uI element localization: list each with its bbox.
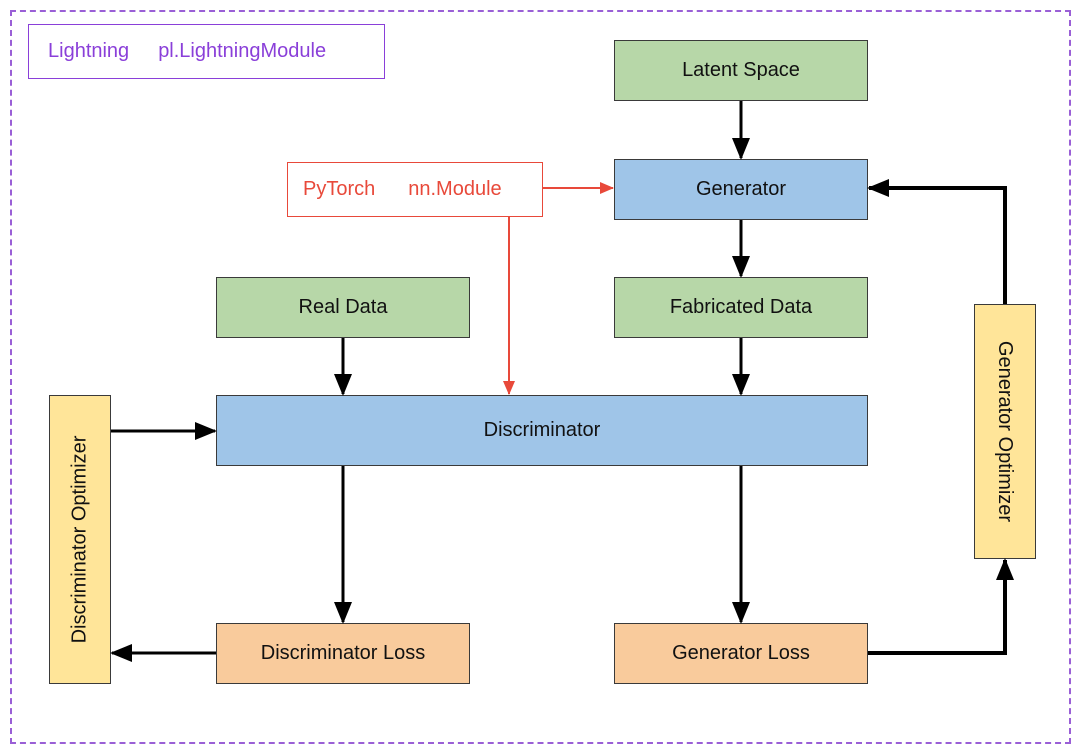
lightning-module-label: pl.LightningModule (158, 40, 327, 62)
pytorch-label: PyTorch (303, 178, 376, 200)
discriminator-node: Discriminator (216, 395, 868, 466)
arrow-gloss-to-goptimizer (868, 558, 1014, 655)
fabricated-data-label: Fabricated Data (669, 296, 813, 318)
real-data-node: Real Data (216, 277, 470, 338)
lightning-module-frame (10, 10, 1071, 744)
discriminator-label: Discriminator (483, 419, 601, 441)
discriminator-optimizer-node: Discriminator Optimizer (49, 395, 111, 684)
nn-module-label: nn.Module (408, 178, 502, 200)
discriminator-loss-node: Discriminator Loss (216, 623, 470, 684)
arrow-goptimizer-to-generator (867, 179, 1007, 304)
discriminator-loss-label: Discriminator Loss (260, 642, 426, 664)
generator-optimizer-node: Generator Optimizer (974, 304, 1036, 559)
lightning-legend: Lightning pl.LightningModule (28, 24, 385, 79)
generator-loss-label: Generator Loss (672, 642, 810, 664)
lightning-label: Lightning (48, 40, 130, 62)
generator-loss-node: Generator Loss (614, 623, 868, 684)
latent-space-node: Latent Space (614, 40, 868, 101)
generator-label: Generator (695, 178, 787, 200)
pytorch-legend: PyTorch nn.Module (287, 162, 543, 217)
real-data-label: Real Data (298, 296, 388, 318)
generator-node: Generator (614, 159, 868, 220)
latent-space-label: Latent Space (682, 59, 800, 81)
